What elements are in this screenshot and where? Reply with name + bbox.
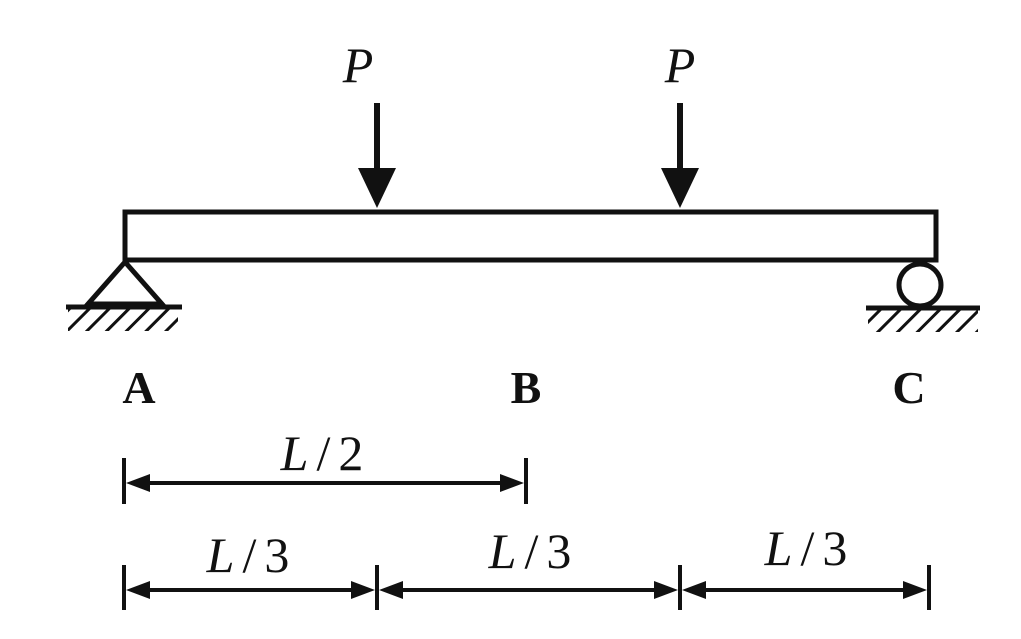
dimension-third-3-arrow-left <box>682 581 706 599</box>
ground-hatch-a <box>68 309 178 331</box>
pin-support-a <box>66 258 182 331</box>
beam <box>122 209 939 263</box>
point-label-a: A <box>122 362 155 413</box>
roller-support-c <box>866 261 980 332</box>
load-arrowhead-right <box>661 168 699 208</box>
dimension-half-label: L/2 <box>280 425 364 481</box>
load-arrowhead-left <box>358 168 396 208</box>
load-label-right: P <box>664 37 696 93</box>
dimension-third-2-arrow-left <box>379 581 403 599</box>
dimension-half-arrow-left <box>126 474 150 492</box>
dimension-third-3-arrow-right <box>903 581 927 599</box>
dimension-thirds: L/3 L/3 L/3 <box>122 520 931 610</box>
pin-triangle <box>82 258 168 307</box>
dimension-third-1-arrow-left <box>126 581 150 599</box>
load-label-left: P <box>342 37 374 93</box>
dimension-third-label-3: L/3 <box>764 520 848 576</box>
ground-hatch-c <box>868 310 978 332</box>
load-p-right: P <box>661 37 699 208</box>
roller-circle <box>896 261 944 309</box>
point-label-b: B <box>511 362 542 413</box>
dimension-third-label-2: L/3 <box>488 523 572 579</box>
dimension-half-span: L/2 <box>122 425 528 504</box>
load-p-left: P <box>342 37 396 208</box>
dimension-third-2-arrow-right <box>654 581 678 599</box>
point-label-c: C <box>892 362 925 413</box>
dimension-third-label-1: L/3 <box>206 527 290 583</box>
dimension-half-arrow-right <box>500 474 524 492</box>
dimension-third-1-arrow-right <box>351 581 375 599</box>
